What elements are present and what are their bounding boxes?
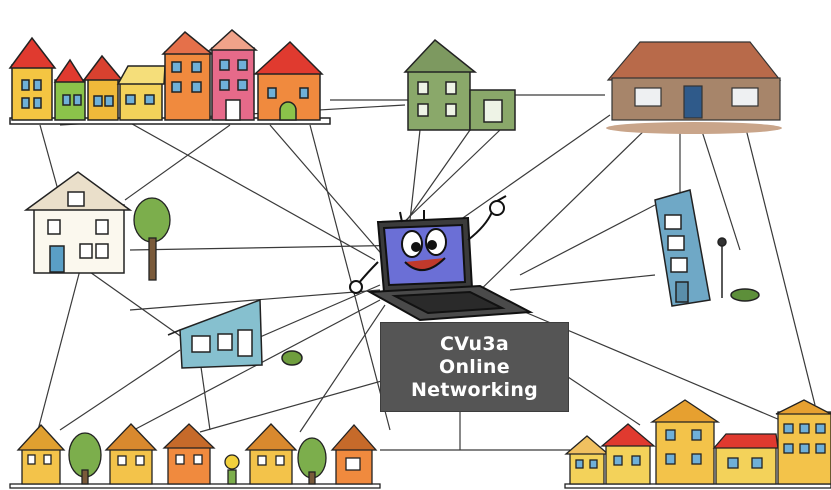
- connection-line: [124, 119, 376, 261]
- caption-line-3: Networking: [410, 378, 539, 401]
- caption-line-1: CVu3a: [439, 332, 510, 355]
- connection-line: [299, 304, 386, 433]
- connection-line: [37, 269, 81, 431]
- connection-line: [459, 114, 611, 221]
- connection-line: [744, 124, 816, 406]
- laptop-mascot-icon: [349, 195, 534, 322]
- row-houses-bottom-right-icon: [564, 399, 831, 489]
- connection-line: [39, 124, 59, 191]
- tree-icon: [133, 197, 171, 281]
- stone-cottage-icon: [606, 41, 782, 134]
- connection-line: [129, 289, 381, 311]
- connection-line: [699, 124, 741, 251]
- caption-line-2: Online: [439, 355, 510, 378]
- connection-line: [509, 274, 656, 291]
- connection-line: [59, 349, 181, 431]
- connection-line: [129, 244, 421, 251]
- connection-line: [199, 359, 211, 431]
- row-houses-top-left-icon: [8, 29, 331, 125]
- connection-line: [469, 124, 651, 301]
- connection-line: [519, 204, 656, 276]
- row-houses-bottom-left-icon: [9, 423, 381, 489]
- caption-box: CVu3a Online Networking: [380, 322, 569, 412]
- connection-line: [564, 374, 641, 426]
- street-lamp-icon: [717, 237, 760, 302]
- connection-line: [124, 124, 231, 201]
- connection-line: [199, 379, 386, 433]
- white-house-icon: [23, 171, 133, 274]
- green-house-icon: [403, 38, 516, 131]
- modern-house-icon: [167, 298, 303, 369]
- connection-line: [399, 129, 471, 231]
- tall-apartment-icon: [654, 189, 711, 307]
- connection-line: [409, 129, 421, 221]
- connection-line: [309, 124, 391, 431]
